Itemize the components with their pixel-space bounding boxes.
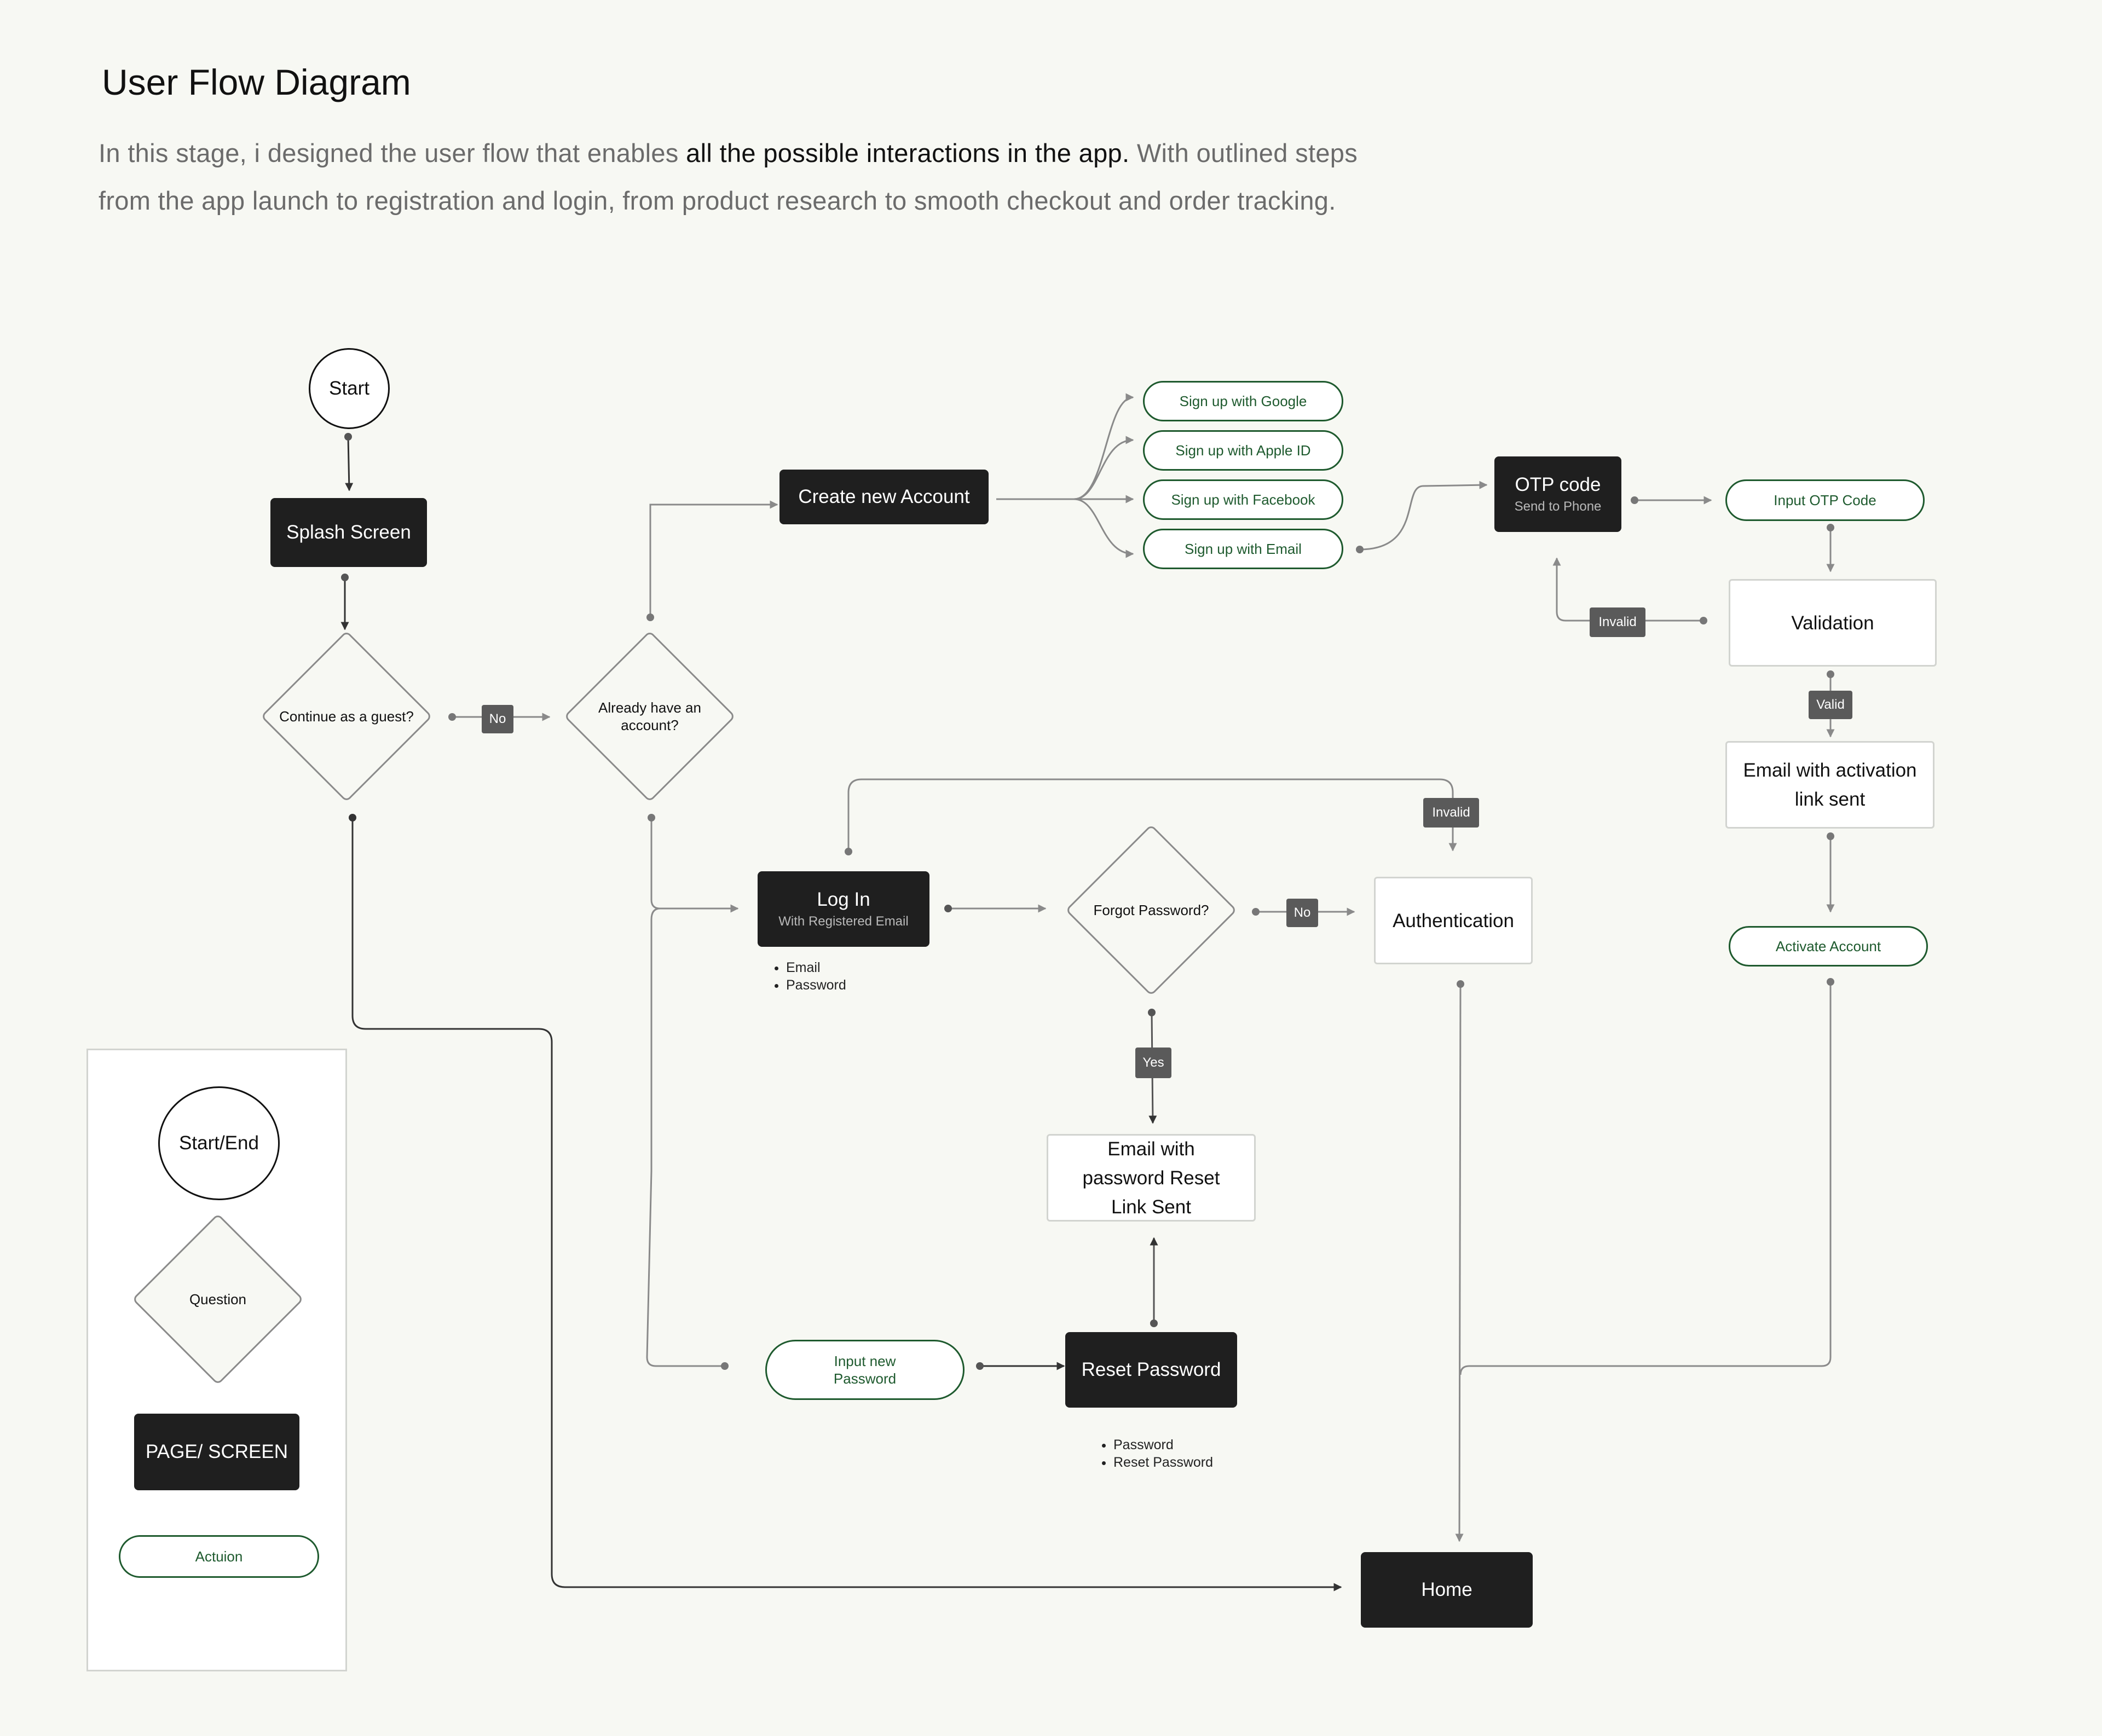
edge-dot — [976, 1362, 984, 1370]
reset-password-node: Reset Password — [1065, 1332, 1237, 1408]
edge-dot — [1148, 1009, 1156, 1016]
edge-dot — [1150, 1320, 1158, 1327]
edge-account-create — [649, 500, 778, 617]
login-node: Log In With Registered Email — [758, 871, 929, 947]
forgot-password-node: Forgot Password? — [1065, 824, 1237, 996]
edge-dot — [1700, 617, 1707, 624]
edge-activate-home — [1459, 982, 1832, 1375]
edge-dot — [341, 574, 349, 581]
edge-dot — [1457, 980, 1464, 988]
signup-google-node: Sign up with Google — [1143, 381, 1343, 421]
page-title: User Flow Diagram — [102, 62, 411, 102]
edge-dot — [344, 433, 352, 441]
input-otp-node: Input OTP Code — [1725, 479, 1925, 521]
login-title: Log In — [817, 889, 870, 910]
login-fields-list: Email Password — [770, 959, 846, 994]
legend-start-end: Start/End — [158, 1086, 280, 1200]
intro-paragraph: In this stage, i designed the user flow … — [99, 129, 1358, 224]
edge-validation-otp — [1552, 557, 1703, 622]
edge-email-otp — [1359, 481, 1488, 551]
forgot-password-label: Forgot Password? — [1093, 902, 1209, 918]
input-new-password-node: Input new Password — [765, 1340, 965, 1400]
guest-question-label: Continue as a guest? — [279, 708, 414, 725]
edge-create-apple — [1073, 436, 1134, 500]
edge-label-no-guest: No — [482, 705, 513, 733]
edge-dot — [845, 848, 852, 855]
edge-dot — [1252, 908, 1260, 916]
reset-fields-list: Password Reset Password — [1097, 1436, 1213, 1471]
legend-question-label: Question — [189, 1291, 247, 1307]
edge-guest-home — [351, 818, 1342, 1592]
validation-node: Validation — [1729, 579, 1937, 667]
home-label: Home — [1421, 1579, 1472, 1600]
edge-account-newpass — [646, 907, 725, 1367]
edge-label-yes: Yes — [1135, 1048, 1171, 1078]
otp-code-subtitle: Send to Phone — [1514, 499, 1602, 514]
intro-highlight: all the possible interactions in the app… — [686, 138, 1130, 167]
edge-dot — [1827, 832, 1834, 840]
intro-text-2: With outlined steps from the app launch … — [99, 138, 1358, 215]
edge-dot — [944, 905, 952, 912]
account-question-node: Already have an account? — [564, 630, 736, 802]
signup-apple-node: Sign up with Apple ID — [1143, 430, 1343, 471]
legend-page-screen-label: PAGE/ SCREEN — [146, 1441, 288, 1462]
home-node: Home — [1361, 1552, 1533, 1628]
create-account-label: Create new Account — [798, 486, 970, 507]
legend-page-screen: PAGE/ SCREEN — [134, 1414, 299, 1490]
login-field-item: Email — [786, 959, 846, 976]
edge-start-splash — [345, 436, 354, 491]
edge-dot — [1827, 978, 1834, 986]
reset-password-label: Reset Password — [1081, 1359, 1221, 1380]
edge-label-invalid-otp: Invalid — [1590, 607, 1645, 637]
edge-dot — [1827, 670, 1834, 678]
edge-dot — [448, 713, 456, 721]
edge-label-invalid-auth: Invalid — [1423, 798, 1479, 828]
splash-screen-label: Splash Screen — [286, 522, 411, 543]
account-question-label: Already have an account? — [598, 699, 701, 733]
splash-screen-node: Splash Screen — [270, 498, 427, 567]
start-node: Start — [309, 348, 390, 429]
legend-panel: Start/End Question PAGE/ SCREEN Actuion — [86, 1049, 347, 1671]
guest-question-node: Continue as a guest? — [261, 630, 432, 802]
email-activation-node: Email with activation link sent — [1725, 741, 1934, 829]
edge-auth-home — [1455, 983, 1464, 1542]
email-reset-node: Email with password Reset Link Sent — [1047, 1134, 1256, 1222]
reset-field-item: Reset Password — [1113, 1454, 1213, 1471]
login-subtitle: With Registered Email — [778, 914, 909, 929]
login-field-item: Password — [786, 976, 846, 994]
activate-account-node: Activate Account — [1729, 926, 1928, 967]
authentication-node: Authentication — [1374, 877, 1533, 964]
edge-label-valid: Valid — [1809, 691, 1852, 719]
edge-dot — [349, 814, 356, 821]
edge-create-google — [1073, 393, 1134, 500]
edge-dot — [1827, 524, 1834, 531]
intro-text-1: In this stage, i designed the user flow … — [99, 138, 686, 167]
create-account-node: Create new Account — [779, 470, 989, 524]
otp-code-node: OTP code Send to Phone — [1494, 456, 1621, 532]
edge-account-login — [650, 818, 739, 913]
edge-dot — [1631, 496, 1638, 504]
edge-label-no-forgot: No — [1286, 899, 1318, 927]
legend-question: Question — [132, 1213, 304, 1385]
legend-action: Actuion — [119, 1535, 319, 1578]
signup-facebook-node: Sign up with Facebook — [1143, 479, 1343, 520]
signup-email-node: Sign up with Email — [1143, 529, 1343, 569]
edge-dot — [646, 614, 654, 621]
reset-field-item: Password — [1113, 1436, 1213, 1454]
edge-create-email — [1073, 498, 1134, 558]
edge-dot — [721, 1362, 729, 1370]
otp-code-title: OTP code — [1515, 474, 1601, 495]
edge-dot — [1356, 546, 1364, 553]
edge-dot — [648, 814, 655, 821]
edge-auth-login — [847, 778, 1457, 852]
